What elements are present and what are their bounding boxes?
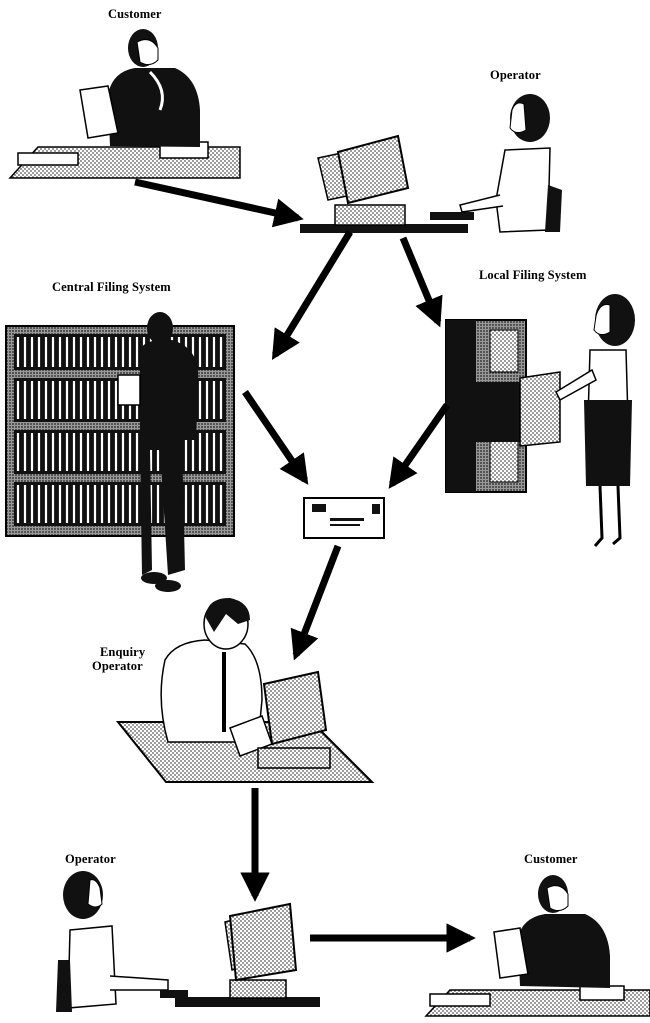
label-operator-top: Operator: [490, 68, 541, 82]
label-enquiry-operator-line2: Operator: [92, 659, 182, 673]
local-filing-clerk: [556, 294, 635, 546]
document-envelope: [304, 498, 384, 538]
label-customer-bottom: Customer: [524, 852, 578, 866]
flow-arrows: [135, 182, 470, 938]
arrow-local-to-envelope: [392, 405, 447, 484]
label-central-filing-system: Central Filing System: [52, 280, 171, 294]
local-filing-cabinet: [446, 320, 560, 492]
label-enquiry-operator: Enquiry Operator: [92, 645, 182, 673]
customer-bottom-figure: [426, 875, 650, 1016]
label-operator-bottom: Operator: [65, 852, 116, 866]
arrow-central-to-envelope: [245, 392, 305, 480]
arrow-operator-to-local: [403, 238, 438, 322]
central-filing-cabinet: [6, 326, 234, 536]
arrow-envelope-to-enquiry: [296, 546, 338, 655]
arrow-operator-to-central: [275, 232, 350, 355]
operator-top-figure: [300, 94, 562, 233]
enquiry-operator-figure: [118, 598, 372, 782]
label-customer-top: Customer: [108, 7, 162, 21]
arrow-customer-to-operator: [135, 182, 298, 218]
customer-top-figure: [10, 29, 240, 178]
operator-bottom-figure: [56, 871, 320, 1012]
label-enquiry-operator-line1: Enquiry: [92, 645, 182, 659]
label-local-filing-system: Local Filing System: [479, 268, 586, 282]
